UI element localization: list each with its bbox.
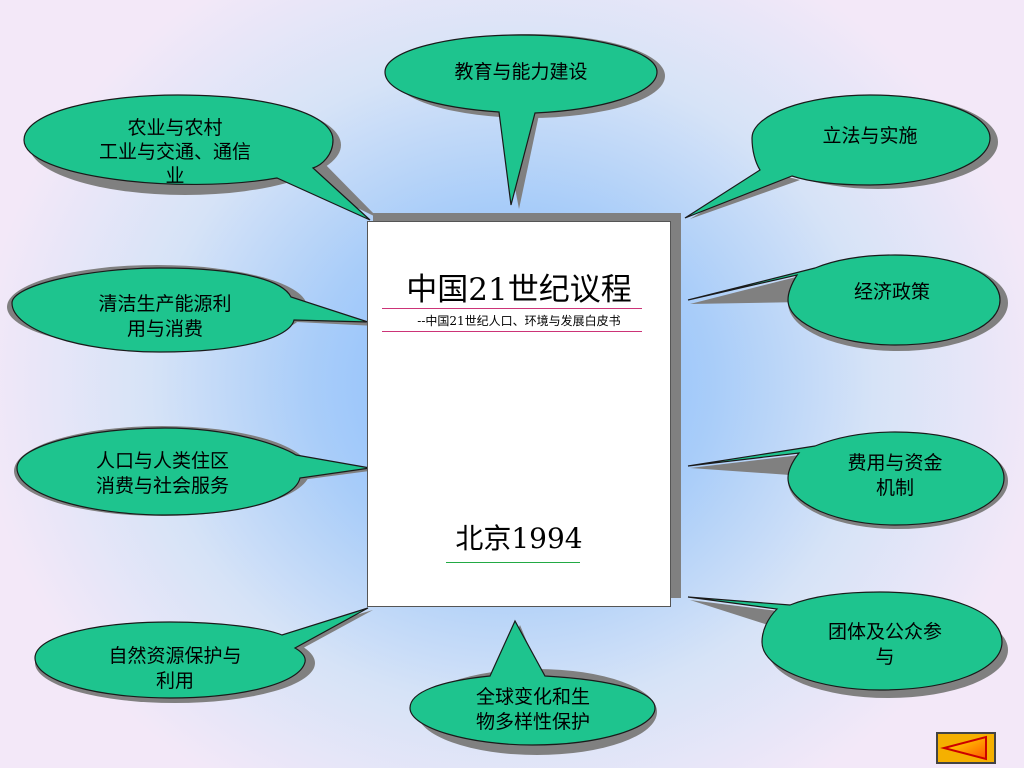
title-underline xyxy=(382,308,642,309)
bubble-global-change: 全球变化和生 物多样性保护 xyxy=(475,686,590,733)
bubble-population: 人口与人类住区 消费与社会服务 xyxy=(95,450,229,497)
bubble-agriculture: 农业与农村 工业与交通、通信 业 xyxy=(98,117,251,187)
place-underline xyxy=(446,562,580,563)
document-cover: 中国21世纪议程 --中国21世纪人口、环境与发展白皮书 北京1994 xyxy=(367,221,671,607)
document-title: 中国21世纪议程 xyxy=(406,272,632,308)
document-subtitle: --中国21世纪人口、环境与发展白皮书 xyxy=(417,314,621,328)
bubble-shapes xyxy=(11,34,1005,746)
bubble-economic-policy: 经济政策 xyxy=(853,281,930,303)
bubble-legislation: 立法与实施 xyxy=(822,125,918,147)
back-arrow-icon xyxy=(940,735,987,761)
subtitle-underline xyxy=(382,331,642,332)
bubble-clean-energy: 清洁生产能源利 用与消费 xyxy=(98,293,232,340)
bubble-funding: 费用与资金 机制 xyxy=(847,452,943,499)
bubble-education: 教育与能力建设 xyxy=(454,61,588,83)
bubble-natural-resources: 自然资源保护与 利用 xyxy=(108,645,242,692)
place-year: 北京1994 xyxy=(455,522,583,555)
bubble-public-participation: 团体及公众参 与 xyxy=(827,621,942,668)
